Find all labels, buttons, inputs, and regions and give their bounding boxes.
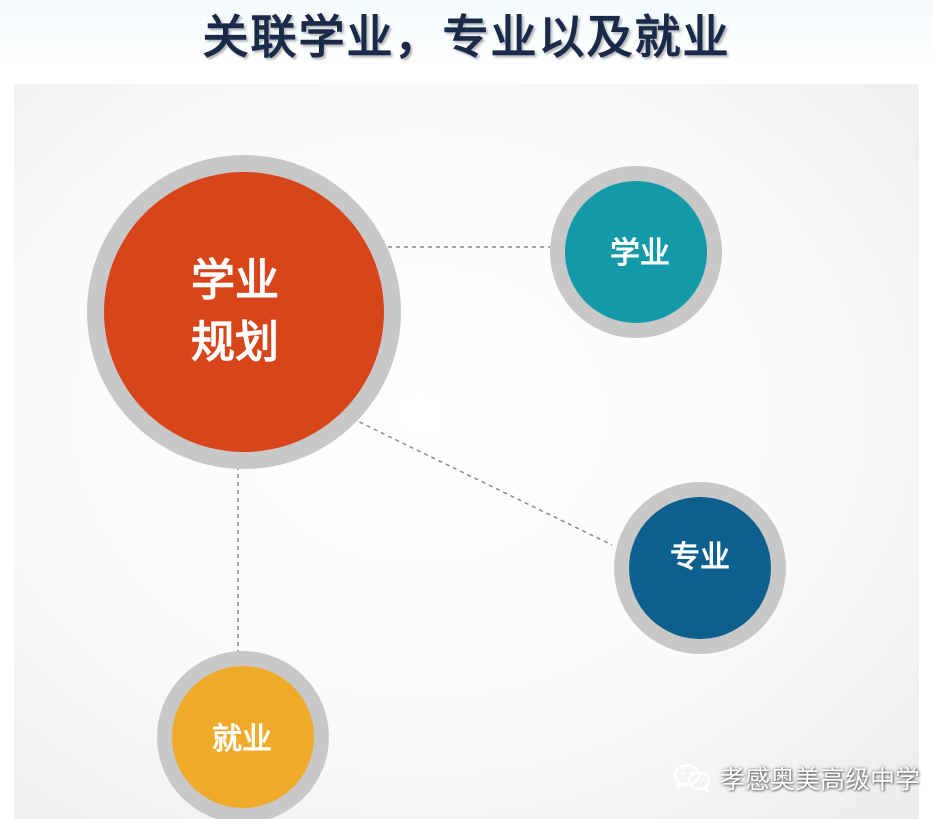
xueye-circle (565, 181, 707, 323)
zhuanye-circle (629, 497, 771, 639)
main-circle-line1: 学业 (191, 255, 279, 306)
xueye-label: 学业 (610, 236, 670, 271)
main-circle (104, 172, 384, 452)
watermark-text: 孝感奥美高级中学 (720, 765, 921, 794)
main-circle-label: 学业 规划 (170, 250, 300, 374)
watermark: 孝感奥美高级中学 (672, 762, 920, 794)
connector-zhuanye (344, 414, 613, 546)
main-circle-line2: 规划 (191, 317, 279, 368)
zhuanye-label: 专业 (670, 540, 730, 575)
wechat-icon (672, 763, 712, 793)
jiuye-circle (172, 666, 314, 808)
slide-title: 关联学业，专业以及就业 (202, 10, 731, 64)
jiuye-label: 就业 (212, 722, 272, 757)
